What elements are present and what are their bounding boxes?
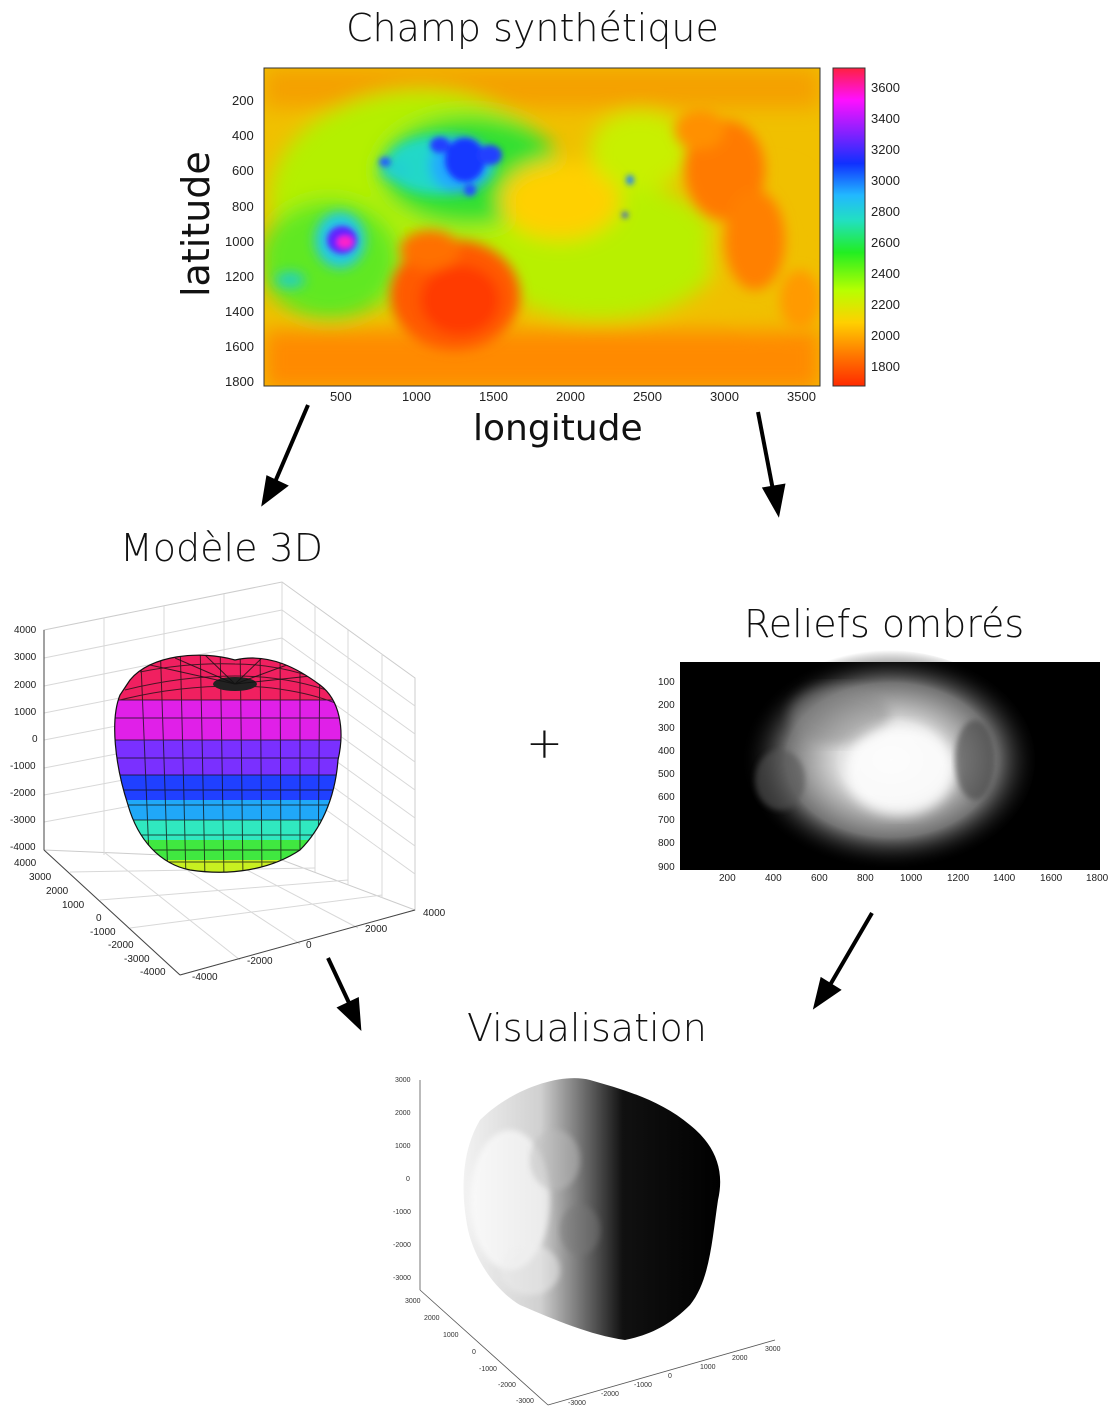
heatmap-xtick: 1000 bbox=[402, 389, 431, 404]
visu-ztick: -1000 bbox=[393, 1209, 411, 1216]
champ-title: Champ synthétique bbox=[346, 6, 719, 50]
model-ztick: 2000 bbox=[14, 680, 37, 691]
reliefs-xtick: 600 bbox=[811, 873, 828, 884]
reliefs-xtick: 1600 bbox=[1040, 873, 1063, 884]
heatmap-ylabel: latitude bbox=[174, 151, 218, 297]
model-ytick: -3000 bbox=[124, 954, 150, 965]
model-ytick: 1000 bbox=[62, 900, 85, 911]
reliefs-ytick: 700 bbox=[658, 815, 675, 826]
colorbar-tick: 2600 bbox=[871, 235, 900, 250]
heatmap-xtick: 3000 bbox=[710, 389, 739, 404]
colorbar-tick: 3400 bbox=[871, 111, 900, 126]
reliefs-ytick: 400 bbox=[658, 746, 675, 757]
reliefs-plot bbox=[680, 650, 1100, 870]
visu-ztick: -3000 bbox=[393, 1275, 411, 1282]
heatmap-ytick: 200 bbox=[232, 93, 254, 108]
visu-xtick: 1000 bbox=[700, 1364, 716, 1371]
modele-title: Modèle 3D bbox=[120, 526, 323, 570]
visu-ytick: 0 bbox=[472, 1349, 476, 1356]
visu-ytick: 1000 bbox=[443, 1332, 459, 1339]
reliefs-ytick: 600 bbox=[658, 792, 675, 803]
model-ztick: 3000 bbox=[14, 652, 37, 663]
visu-ytick: 2000 bbox=[424, 1315, 440, 1322]
plus-sign: + bbox=[526, 718, 563, 769]
colorbar-tick: 1800 bbox=[871, 359, 900, 374]
heatmap-ytick: 1200 bbox=[225, 269, 254, 284]
visualisation-title: Visualisation bbox=[467, 1006, 707, 1050]
reliefs-ytick: 100 bbox=[658, 677, 675, 688]
model-xtick: 2000 bbox=[365, 924, 388, 935]
visualisation-plot bbox=[419, 1078, 776, 1406]
visu-xtick: 3000 bbox=[765, 1346, 781, 1353]
heatmap-xtick: 2000 bbox=[556, 389, 585, 404]
visu-ztick: 3000 bbox=[395, 1077, 411, 1084]
reliefs-xtick: 800 bbox=[857, 873, 874, 884]
model-xtick: -4000 bbox=[192, 972, 218, 983]
colorbar-tick: 3200 bbox=[871, 142, 900, 157]
heatmap-ytick: 1600 bbox=[225, 339, 254, 354]
heatmap-ytick: 1800 bbox=[225, 374, 254, 389]
colorbar-tick: 2000 bbox=[871, 328, 900, 343]
heatmap-xtick: 500 bbox=[330, 389, 352, 404]
visu-ztick: 2000 bbox=[395, 1110, 411, 1117]
visu-ytick: -2000 bbox=[498, 1382, 516, 1389]
reliefs-ytick: 200 bbox=[658, 700, 675, 711]
model-ztick: -4000 bbox=[10, 842, 36, 853]
model-ztick: -3000 bbox=[10, 815, 36, 826]
model-ytick: 4000 bbox=[14, 858, 37, 869]
model-ztick: 4000 bbox=[14, 625, 37, 636]
heatmap-xlabel: longitude bbox=[473, 408, 643, 449]
model-ztick: -2000 bbox=[10, 788, 36, 799]
colorbar-tick: 2400 bbox=[871, 266, 900, 281]
reliefs-ytick: 500 bbox=[658, 769, 675, 780]
model-xtick: -2000 bbox=[247, 956, 273, 967]
colorbar-tick: 3600 bbox=[871, 80, 900, 95]
reliefs-ytick: 900 bbox=[658, 862, 675, 873]
visu-ytick: -3000 bbox=[516, 1398, 534, 1405]
visu-xtick: 2000 bbox=[732, 1355, 748, 1362]
model-xtick: 4000 bbox=[423, 908, 446, 919]
visu-xtick: -3000 bbox=[568, 1400, 586, 1407]
heatmap-ytick: 400 bbox=[232, 128, 254, 143]
model-ztick: -1000 bbox=[10, 761, 36, 772]
reliefs-xtick: 400 bbox=[765, 873, 782, 884]
reliefs-xtick: 1800 bbox=[1086, 873, 1109, 884]
visu-xtick: -1000 bbox=[634, 1382, 652, 1389]
reliefs-xtick: 1000 bbox=[900, 873, 923, 884]
colorbar-tick: 2200 bbox=[871, 297, 900, 312]
model-ztick: 0 bbox=[32, 734, 38, 745]
heatmap-xtick: 2500 bbox=[633, 389, 662, 404]
visu-ytick: -1000 bbox=[479, 1366, 497, 1373]
model-ytick: 2000 bbox=[46, 886, 69, 897]
heatmap-xtick: 3500 bbox=[787, 389, 816, 404]
model-ytick: 3000 bbox=[29, 872, 52, 883]
model-ytick: -2000 bbox=[108, 940, 134, 951]
model-ytick: 0 bbox=[96, 913, 102, 924]
heatmap-ytick: 800 bbox=[232, 199, 254, 214]
reliefs-ytick: 800 bbox=[658, 838, 675, 849]
visu-ytick: 3000 bbox=[405, 1298, 421, 1305]
visu-ztick: -2000 bbox=[393, 1242, 411, 1249]
model-ytick: -4000 bbox=[140, 967, 166, 978]
reliefs-title: Reliefs ombrés bbox=[744, 602, 1025, 646]
model-xtick: 0 bbox=[306, 940, 312, 951]
reliefs-xtick: 1200 bbox=[947, 873, 970, 884]
reliefs-ytick: 300 bbox=[658, 723, 675, 734]
model-ytick: -1000 bbox=[90, 927, 116, 938]
colorbar-tick: 3000 bbox=[871, 173, 900, 188]
visu-ztick: 1000 bbox=[395, 1143, 411, 1150]
heatmap-xtick: 1500 bbox=[479, 389, 508, 404]
visu-xtick: 0 bbox=[668, 1373, 672, 1380]
colorbar-tick: 2800 bbox=[871, 204, 900, 219]
reliefs-xtick: 200 bbox=[719, 873, 736, 884]
reliefs-xtick: 1400 bbox=[993, 873, 1016, 884]
heatmap-ytick: 600 bbox=[232, 163, 254, 178]
visu-ztick: 0 bbox=[406, 1176, 410, 1183]
heatmap-ytick: 1000 bbox=[225, 234, 254, 249]
heatmap-ytick: 1400 bbox=[225, 304, 254, 319]
visu-xtick: -2000 bbox=[601, 1391, 619, 1398]
model-ztick: 1000 bbox=[14, 707, 37, 718]
